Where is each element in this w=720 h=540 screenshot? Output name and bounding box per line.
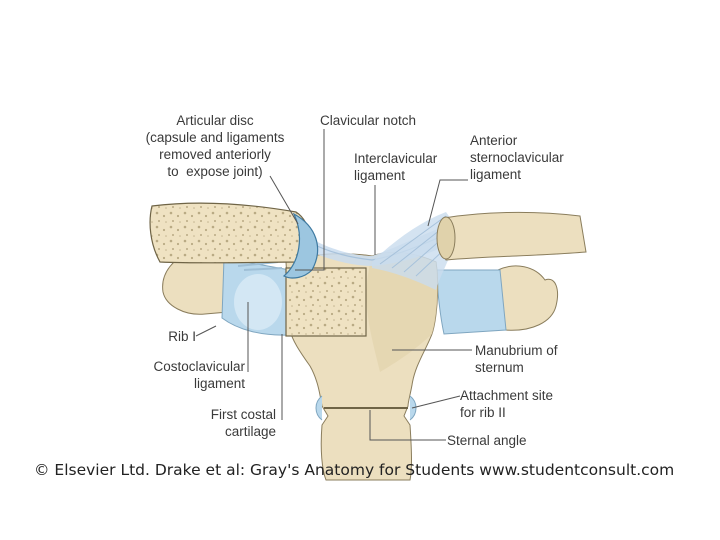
leader-rib-1 — [196, 326, 216, 336]
left-cartilage-highlight — [234, 274, 282, 330]
manubrium-cut-section — [286, 268, 366, 336]
left-clavicle — [150, 203, 310, 263]
label-costoclavicular-ligament: Costoclavicular ligament — [120, 358, 245, 392]
label-clavicular-notch: Clavicular notch — [320, 112, 416, 129]
left-rib-ii-notch — [316, 396, 322, 420]
right-first-rib — [498, 266, 558, 330]
right-first-costal-cartilage — [436, 270, 506, 334]
label-attachment-site-rib-2: Attachment site for rib II — [460, 387, 553, 421]
label-manubrium-of-sternum: Manubrium of sternum — [475, 342, 558, 376]
right-clavicle — [440, 212, 586, 260]
label-anterior-sternoclavicular-ligament: Anterior sternoclavicular ligament — [470, 132, 564, 183]
label-rib-1: Rib I — [120, 328, 196, 345]
copyright-credit: © Elsevier Ltd. Drake et al: Gray's Anat… — [34, 461, 674, 479]
leader-rib-2 — [412, 396, 460, 408]
label-sternal-angle: Sternal angle — [447, 432, 527, 449]
label-first-costal-cartilage: First costal cartilage — [176, 406, 276, 440]
right-clavicle-end — [437, 217, 455, 259]
label-articular-disc: Articular disc (capsule and ligaments re… — [130, 112, 300, 180]
label-interclavicular-ligament: Interclavicular ligament — [354, 150, 437, 184]
